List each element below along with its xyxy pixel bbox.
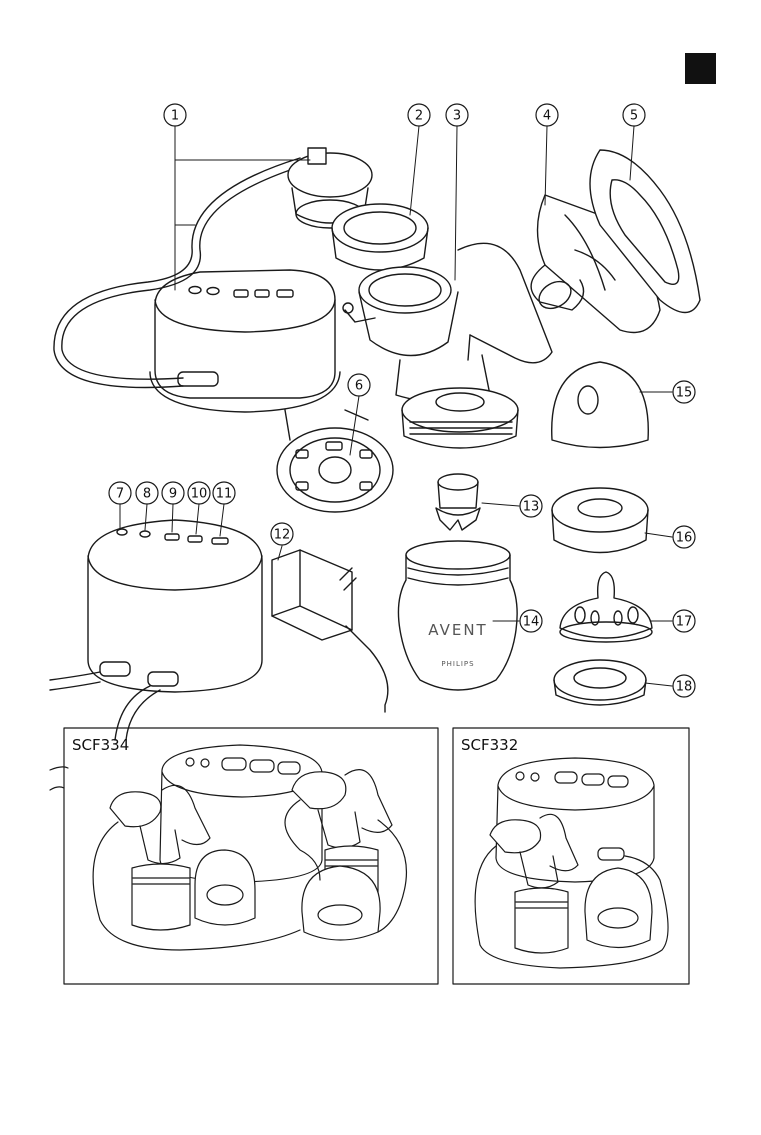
callout-number: 17 — [676, 615, 693, 630]
nipple — [560, 572, 652, 642]
motor-unit-front — [50, 520, 262, 740]
callout-number: 14 — [523, 615, 540, 630]
callout-11: 11 — [213, 482, 235, 504]
motor-unit-top — [150, 270, 340, 412]
callout-number: 5 — [630, 109, 638, 124]
callout-number: 7 — [116, 487, 124, 502]
diaphragm — [277, 410, 393, 512]
callout-10: 10 — [188, 482, 210, 504]
page-marker — [685, 53, 716, 84]
callout-number: 12 — [274, 528, 291, 543]
callout-12: 12 — [271, 523, 293, 545]
callout-18: 18 — [673, 675, 695, 697]
callout-15: 15 — [673, 381, 695, 403]
callout-4: 4 — [536, 104, 558, 126]
power-adapter — [272, 550, 388, 712]
valve — [436, 474, 480, 530]
callout-17: 17 — [673, 610, 695, 632]
callout-5: 5 — [623, 104, 645, 126]
callout-8: 8 — [136, 482, 158, 504]
callout-number: 1 — [171, 109, 179, 124]
callout-16: 16 — [673, 526, 695, 548]
callout-3: 3 — [446, 104, 468, 126]
callout-number: 4 — [543, 109, 551, 124]
scf334-illustration — [50, 745, 406, 950]
callout-7: 7 — [109, 482, 131, 504]
callout-number: 15 — [676, 386, 693, 401]
pump-body — [343, 243, 552, 448]
callout-number: 2 — [415, 109, 423, 124]
callout-number: 8 — [143, 487, 151, 502]
callout-2: 2 — [408, 104, 430, 126]
bottle-maker: PHILIPS — [441, 660, 474, 668]
scf332-illustration — [475, 758, 668, 968]
callout-number: 18 — [676, 680, 693, 695]
dome-lid — [552, 362, 649, 448]
callout-number: 6 — [355, 379, 363, 394]
panel-scf334-label: SCF334 — [72, 736, 129, 754]
panel-scf332-label: SCF332 — [461, 736, 518, 754]
sealing-disc — [554, 660, 646, 705]
callout-9: 9 — [162, 482, 184, 504]
screw-ring — [552, 488, 648, 553]
bottle-brand: AVENT — [428, 621, 487, 639]
callout-number: 3 — [453, 109, 461, 124]
valve-ring — [332, 204, 428, 270]
callout-6: 6 — [348, 374, 370, 396]
callout-13: 13 — [520, 495, 542, 517]
callout-number: 11 — [216, 487, 233, 502]
callout-number: 13 — [523, 500, 540, 515]
callout-14: 14 — [520, 610, 542, 632]
callout-number: 10 — [191, 487, 208, 502]
callout-number: 16 — [676, 531, 693, 546]
callout-1: 1 — [164, 104, 186, 126]
callout-number: 9 — [169, 487, 177, 502]
